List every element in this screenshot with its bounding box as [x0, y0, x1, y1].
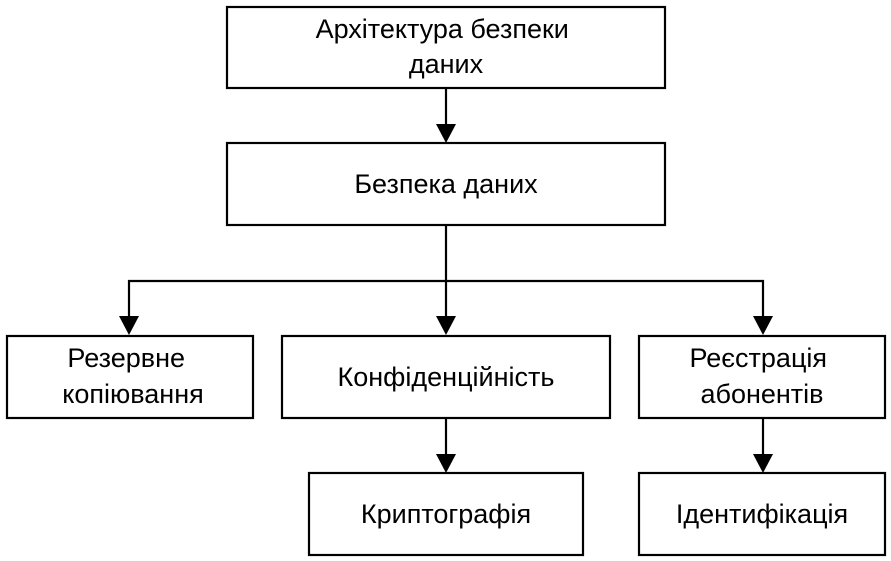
node-cryptography-label: Криптографія: [361, 499, 531, 529]
arrowhead-data-security: [436, 124, 456, 143]
node-cryptography-box: [307, 471, 585, 557]
arrowhead-registration: [753, 316, 773, 335]
node-registration-box: [637, 334, 887, 420]
node-architecture-box: [225, 5, 667, 90]
node-confidentiality-label: Конфіденційність: [338, 362, 555, 392]
node-identification: Ідентифікація: [637, 471, 887, 557]
node-backup-line-2: копіювання: [62, 379, 204, 409]
node-data-security-label: Безпека даних: [354, 169, 538, 199]
node-data-security: Безпека даних: [225, 141, 667, 227]
arrowhead-identification: [753, 454, 773, 473]
node-registration: Реєстрація абонентів: [637, 334, 887, 420]
node-cryptography: Криптографія: [307, 471, 585, 557]
arrowhead-confidentiality: [436, 316, 456, 335]
node-registration-line-2: абонентів: [700, 379, 823, 409]
arrowhead-cryptography: [436, 454, 456, 473]
svg-text:Реєстрація абонентів: Реєстрація абонентів: [689, 343, 834, 409]
edge-branch-bar: [127, 279, 765, 316]
node-backup-line-1: Резервне: [67, 343, 185, 373]
node-backup-box: [5, 334, 255, 420]
svg-text:Резервне копіювання: Резервне копіювання: [62, 343, 204, 409]
node-confidentiality-box: [280, 334, 612, 420]
node-architecture-line-1: Архітектура безпеки: [316, 14, 569, 44]
node-architecture-line-2: даних: [409, 49, 484, 79]
node-confidentiality: Конфіденційність: [280, 334, 612, 420]
node-registration-line-1: Реєстрація: [689, 343, 827, 373]
node-data-security-box: [225, 141, 667, 227]
arrowhead-backup: [119, 316, 139, 335]
node-identification-label: Ідентифікація: [676, 499, 848, 529]
node-architecture: Архітектура безпеки даних: [225, 5, 667, 90]
connectors: [119, 88, 773, 473]
node-backup: Резервне копіювання: [5, 334, 255, 420]
node-identification-box: [637, 471, 887, 557]
svg-text:Архітектура безпеки дани: Архітектура безпеки даних: [316, 14, 577, 79]
